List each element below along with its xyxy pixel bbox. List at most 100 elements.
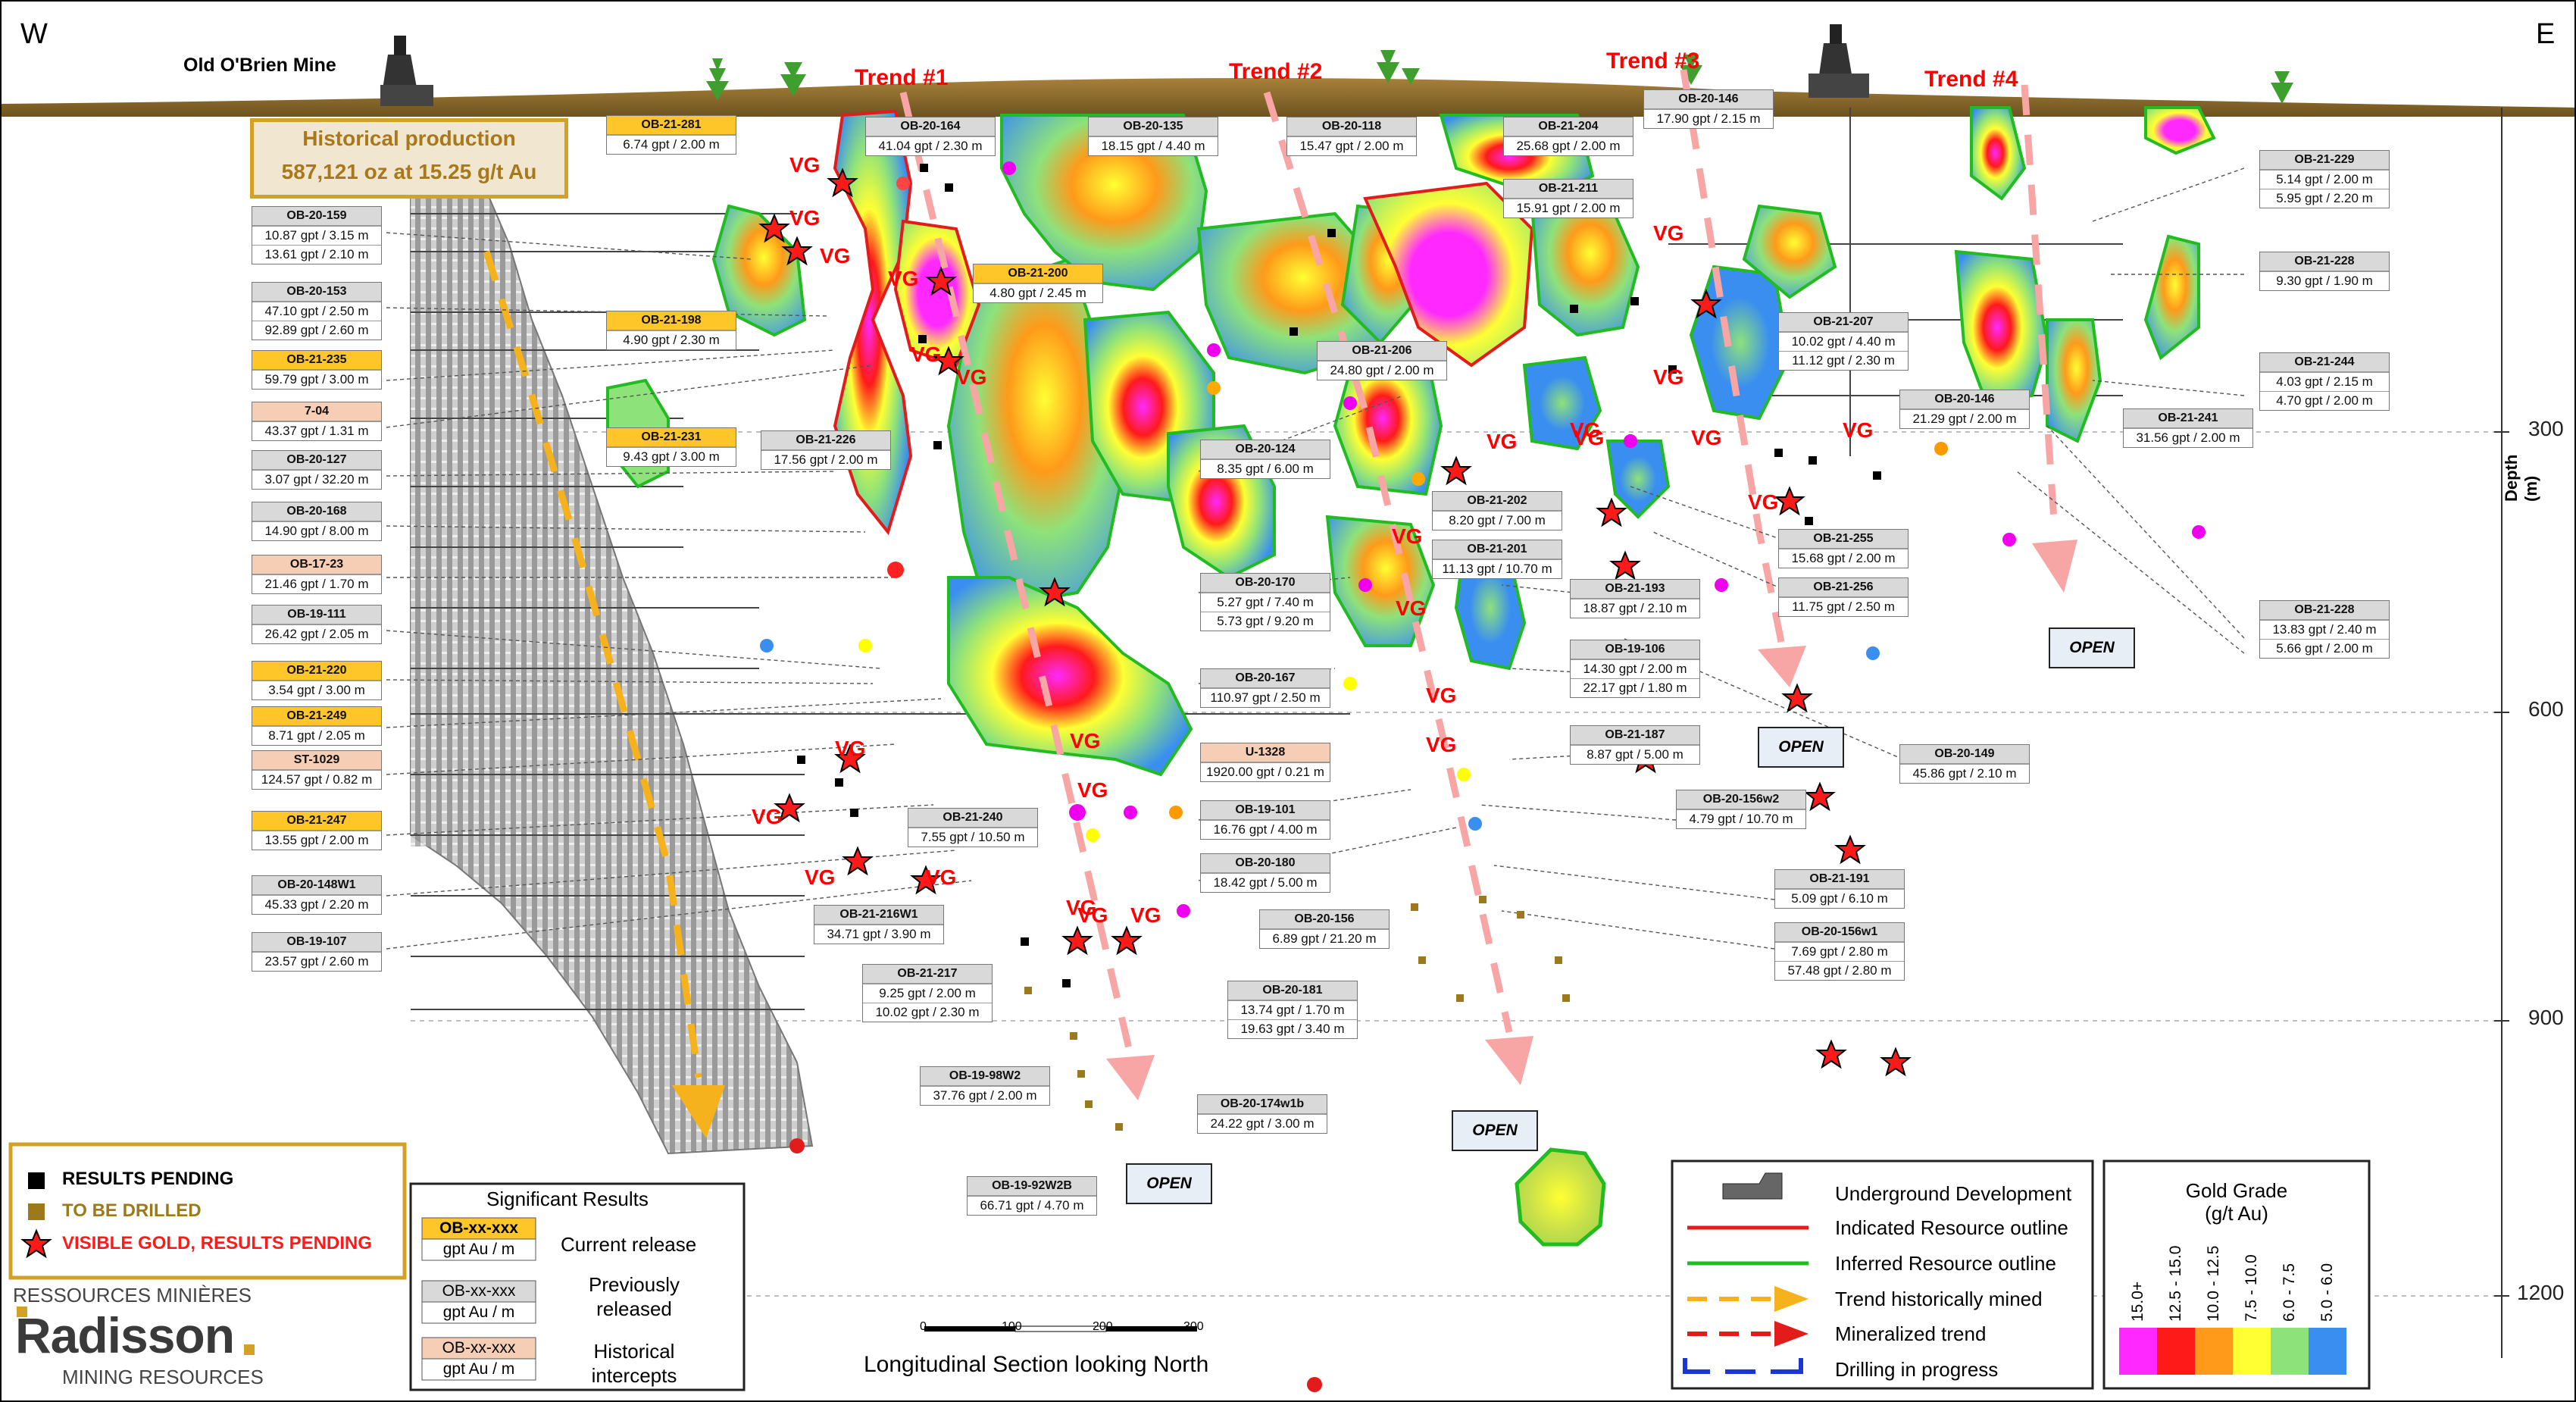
hole-intercept: 26.42 gpt / 2.05 m bbox=[252, 624, 381, 643]
sample-historical-id: OB-xx-xxx bbox=[442, 1339, 516, 1357]
hole-intercept: 10.02 gpt / 4.40 m bbox=[1779, 332, 1908, 351]
vg-label: VG bbox=[1077, 903, 1108, 927]
hole-intercept: 21.46 gpt / 1.70 m bbox=[252, 574, 381, 593]
vg-label: VG bbox=[1426, 684, 1457, 707]
hole-id: U-1328 bbox=[1201, 743, 1330, 762]
hole-intercept: 18.15 gpt / 4.40 m bbox=[1089, 136, 1218, 155]
vg-label: VG bbox=[1070, 729, 1101, 753]
vg-label: VG bbox=[926, 865, 957, 889]
scale-tick: 100 bbox=[1002, 1320, 1022, 1333]
hole-id: OB-20-135 bbox=[1089, 117, 1218, 136]
hole-id: OB-20-127 bbox=[252, 451, 381, 470]
hole-intercept: 13.74 gpt / 1.70 m bbox=[1228, 1000, 1357, 1019]
historical-production-box: Historical production 587,121 oz at 15.2… bbox=[250, 118, 568, 199]
hole-id: OB-20-159 bbox=[252, 207, 381, 226]
trend-1-label: Trend #1 bbox=[855, 65, 949, 90]
hole-intercept: 59.79 gpt / 3.00 m bbox=[252, 370, 381, 389]
hole-id: OB-17-23 bbox=[252, 555, 381, 574]
legend-historic-trend: Trend historically mined bbox=[1835, 1288, 2043, 1310]
hole-id: OB-20-118 bbox=[1287, 117, 1416, 136]
hole-id: OB-20-156 bbox=[1260, 910, 1389, 929]
significant-title: Significant Results bbox=[486, 1188, 649, 1210]
hole-id: OB-21-187 bbox=[1571, 726, 1699, 745]
vg-label: VG bbox=[888, 267, 919, 290]
to-be-drilled-markers bbox=[1024, 896, 1570, 1131]
hole-intercept: 45.33 gpt / 2.20 m bbox=[252, 895, 381, 914]
depth-axis bbox=[2494, 108, 2509, 1358]
hole-id: OB-21-281 bbox=[607, 116, 736, 135]
headframe-icon bbox=[380, 36, 433, 106]
vg-label: VG bbox=[1077, 778, 1108, 802]
vg-label: VG bbox=[1843, 418, 1874, 442]
surface-topography bbox=[2, 77, 2574, 117]
hole-id: OB-21-206 bbox=[1318, 342, 1446, 361]
sample-previous-val: gpt Au / m bbox=[442, 1303, 515, 1321]
grade-swatches bbox=[2119, 1328, 2346, 1375]
hole-id: OB-21-229 bbox=[2260, 151, 2389, 170]
historical-production-title: Historical production bbox=[302, 127, 516, 150]
hole-id: OB-20-156w2 bbox=[1677, 790, 1805, 809]
hole-intercept: 1920.00 gpt / 0.21 m bbox=[1201, 762, 1330, 781]
legend-drilling: Drilling in progress bbox=[1835, 1358, 1999, 1381]
hole-id: OB-21-191 bbox=[1775, 870, 1904, 889]
hole-intercept: 37.76 gpt / 2.00 m bbox=[921, 1086, 1049, 1105]
vg-label: VG bbox=[1130, 903, 1161, 927]
hole-id: OB-19-107 bbox=[252, 933, 381, 952]
hole-intercept: 47.10 gpt / 2.50 m bbox=[252, 302, 381, 321]
hole-id: OB-21-241 bbox=[2124, 409, 2252, 428]
hole-intercept: 13.55 gpt / 2.00 m bbox=[252, 831, 381, 850]
hole-intercept: 45.86 gpt / 2.10 m bbox=[1900, 764, 2029, 783]
hole-intercept: 8.20 gpt / 7.00 m bbox=[1433, 511, 1562, 530]
hole-intercept: 5.09 gpt / 6.10 m bbox=[1775, 889, 1904, 908]
hole-intercept: 22.17 gpt / 1.80 m bbox=[1571, 678, 1699, 697]
hole-intercept: 24.80 gpt / 2.00 m bbox=[1318, 361, 1446, 380]
vg-label: VG bbox=[1653, 221, 1684, 245]
east-label: E bbox=[2536, 18, 2556, 50]
headframe-icon bbox=[1809, 24, 1869, 98]
vg-label: VG bbox=[1392, 524, 1423, 548]
legend-indicated: Indicated Resource outline bbox=[1835, 1216, 2068, 1239]
trend-4-label: Trend #4 bbox=[1924, 67, 2018, 92]
open-label: OPEN bbox=[1126, 1163, 1212, 1204]
hole-id: OB-21-256 bbox=[1779, 578, 1908, 597]
hole-id: OB-20-124 bbox=[1201, 440, 1330, 459]
scale-tick: 200 bbox=[1093, 1320, 1113, 1333]
grade-bin-label: 12.5 - 15.0 bbox=[2167, 1245, 2184, 1322]
hole-intercept: 7.55 gpt / 10.50 m bbox=[908, 828, 1037, 847]
hole-id: OB-20-146 bbox=[1900, 390, 2029, 409]
hole-id: OB-19-106 bbox=[1571, 640, 1699, 659]
hole-intercept: 4.03 gpt / 2.15 m bbox=[2260, 372, 2389, 391]
hole-intercept: 14.90 gpt / 8.00 m bbox=[252, 521, 381, 540]
hole-intercept: 13.61 gpt / 2.10 m bbox=[252, 245, 381, 264]
hole-id: OB-19-111 bbox=[252, 606, 381, 624]
vg-label: VG bbox=[820, 244, 851, 268]
hole-id: OB-21-249 bbox=[252, 707, 381, 726]
hole-intercept: 3.54 gpt / 3.00 m bbox=[252, 681, 381, 699]
hole-intercept: 9.25 gpt / 2.00 m bbox=[863, 984, 992, 1003]
hole-id: OB-20-168 bbox=[252, 502, 381, 521]
hole-intercept: 17.56 gpt / 2.00 m bbox=[761, 450, 890, 469]
